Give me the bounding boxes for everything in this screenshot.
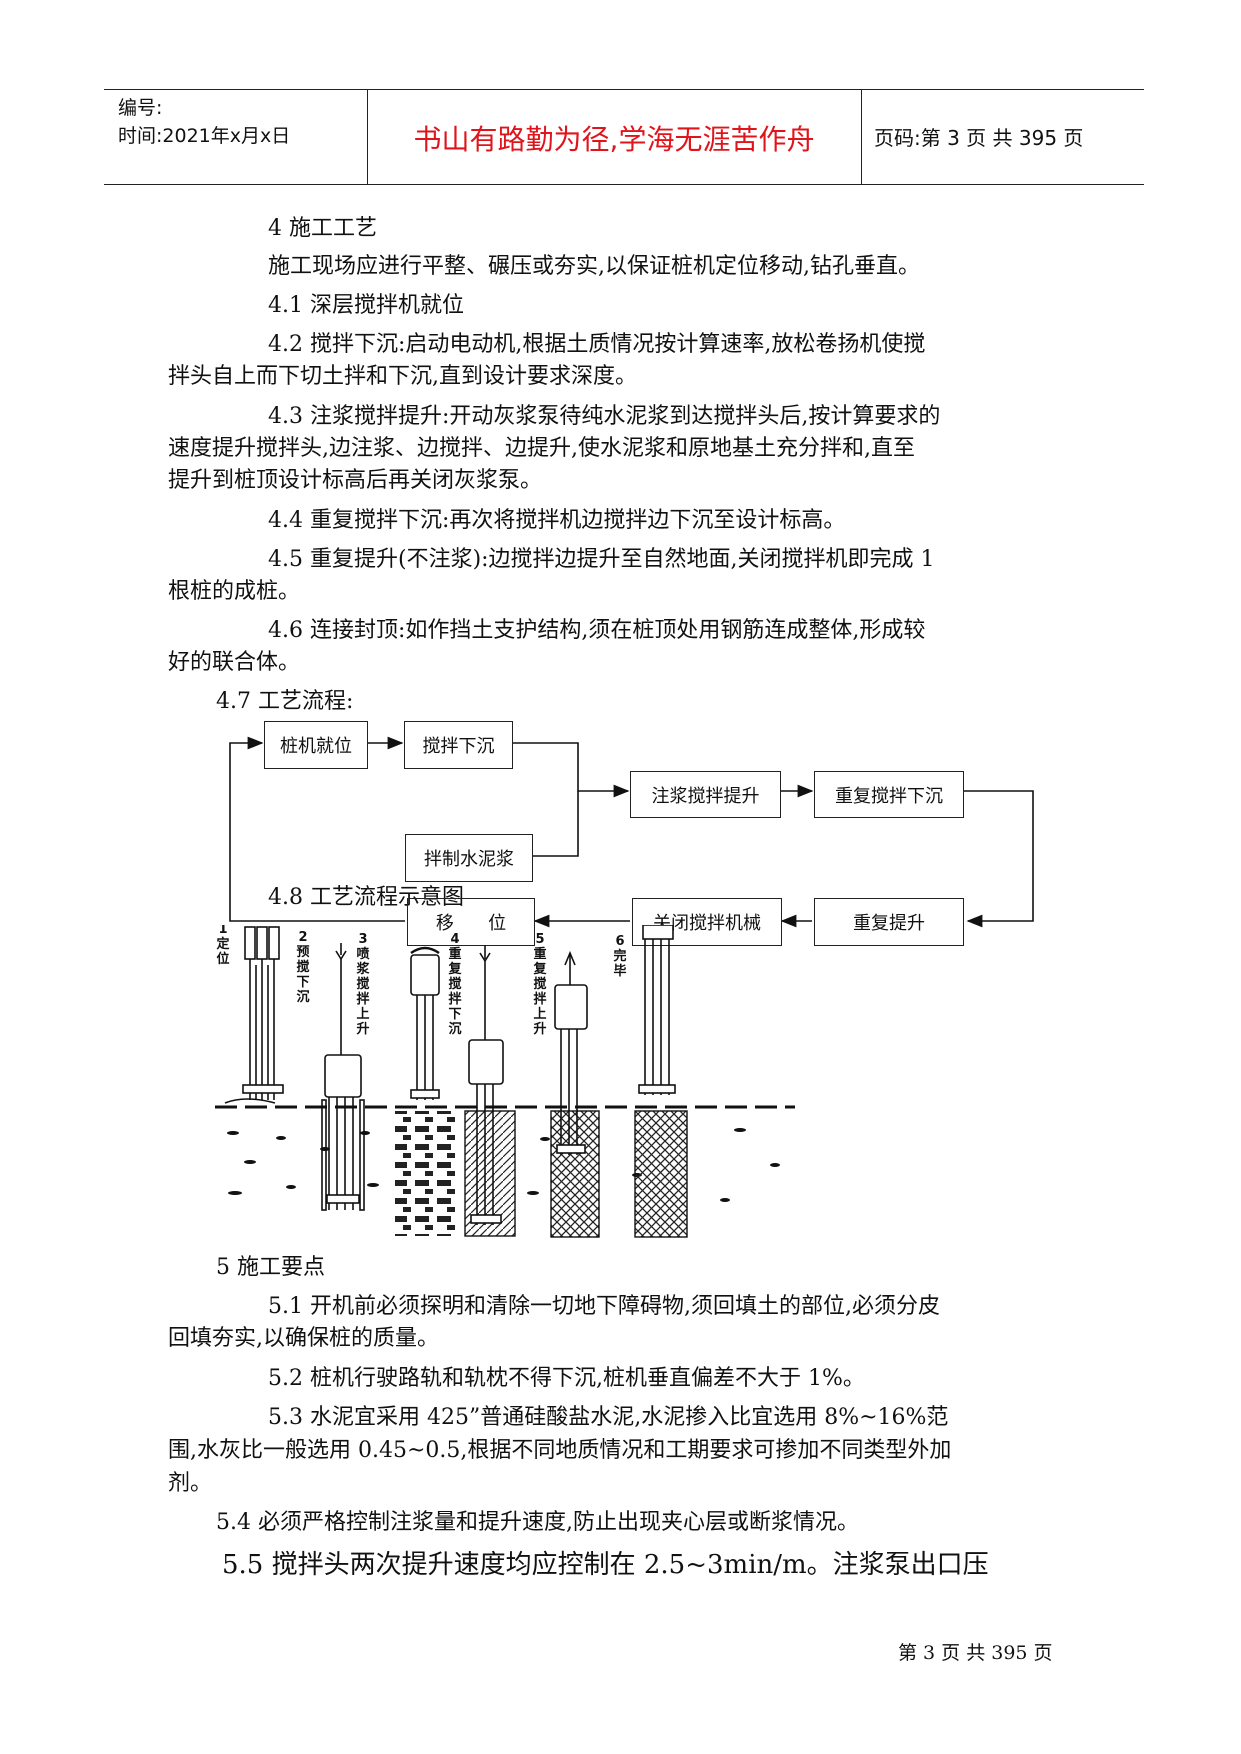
- section-4-3-line2: 速度提升搅拌头,边注浆、边搅拌、边提升,使水泥浆和原地基土充分拌和,直至: [168, 436, 915, 461]
- header-meta: 编号: 时间:2021年x月x日: [118, 94, 290, 150]
- header-motto: 书山有路勤为径,学海无涯苦作舟: [413, 123, 815, 156]
- section-4-2-line1: 4.2 搅拌下沉:启动电动机,根据土质情况按计算速率,放松卷扬机使搅: [268, 332, 926, 357]
- section-4-title: 4 施工工艺: [268, 216, 377, 241]
- flow-step-repeat-lift: 重复提升: [814, 898, 964, 946]
- section-4-7: 4.7 工艺流程:: [216, 689, 354, 714]
- section-5-1-line1: 5.1 开机前必须探明和清除一切地下障碍物,须回填土的部位,必须分皮: [268, 1294, 940, 1319]
- section-4-1: 4.1 深层搅拌机就位: [268, 293, 464, 318]
- number-label: 编号:: [118, 97, 163, 119]
- time-label: 时间:2021年x月x日: [118, 125, 291, 147]
- section-4-3-line1: 4.3 注浆搅拌提升:开动灰浆泵待纯水泥浆到达搅拌头后,按计算要求的: [268, 404, 941, 429]
- process-flow-connectors: [229, 736, 1034, 928]
- section-4-4: 4.4 重复搅拌下沉:再次将搅拌机边搅拌边下沉至设计标高。: [268, 508, 846, 533]
- flow-step-mix-sink: 搅拌下沉: [404, 721, 513, 769]
- flow-step-grout-lift: 注浆搅拌提升: [630, 771, 781, 818]
- section-4-6-line1: 4.6 连接封顶:如作挡土支护结构,须在桩顶处用钢筋连成整体,形成较: [268, 618, 926, 643]
- section-5-2: 5.2 桩机行驶路轨和轨枕不得下沉,桩机垂直偏差不大于 1%。: [268, 1366, 865, 1391]
- section-4-3-line3: 提升到桩顶设计标高后再关闭灰浆泵。: [168, 468, 543, 493]
- flow-step-repeat-sink: 重复搅拌下沉: [814, 771, 964, 818]
- section-5-3-line3: 剂。: [168, 1471, 213, 1496]
- flow-step-positioning: 桩机就位: [264, 721, 368, 769]
- page-footer: 第 3 页 共 395 页: [898, 1642, 1053, 1664]
- section-4-intro: 施工现场应进行平整、碾压或夯实,以保证桩机定位移动,钻孔垂直。: [268, 254, 920, 279]
- section-5-3-line1: 5.3 水泥宜采用 425”普通硅酸盐水泥,水泥掺入比宜选用 8%~16%范: [268, 1405, 949, 1430]
- section-4-6-line2: 好的联合体。: [168, 650, 301, 675]
- flow-step-move: 移 位: [407, 898, 535, 946]
- section-4-8: 4.8 工艺流程示意图: [268, 885, 464, 910]
- section-4-5-line2: 根桩的成桩。: [168, 579, 301, 604]
- page-header: 编号: 时间:2021年x月x日 书山有路勤为径,学海无涯苦作舟 页码:第 3 …: [104, 89, 1144, 185]
- section-5-title: 5 施工要点: [216, 1255, 325, 1280]
- section-5-5: 5.5 搅拌头两次提升速度均应控制在 2.5~3min/m。注浆泵出口压: [222, 1550, 989, 1580]
- section-5-3-line2: 围,水灰比一般选用 0.45~0.5,根据不同地质情况和工期要求可掺加不同类型外…: [168, 1438, 952, 1463]
- header-page-number: 页码:第 3 页 共 395 页: [874, 126, 1084, 150]
- section-4-2-line2: 拌头自上而下切土拌和下沉,直到设计要求深度。: [168, 364, 637, 389]
- flow-step-mix-slurry: 拌制水泥浆: [405, 834, 533, 882]
- section-4-5-line1: 4.5 重复提升(不注浆):边搅拌边提升至自然地面,关闭搅拌机即完成 1: [268, 547, 935, 572]
- header-divider: [367, 90, 368, 184]
- section-5-4: 5.4 必须严格控制注浆量和提升速度,防止出现夹心层或断浆情况。: [216, 1510, 859, 1535]
- header-divider: [861, 90, 862, 184]
- section-5-1-line2: 回填夯实,以确保桩的质量。: [168, 1326, 439, 1351]
